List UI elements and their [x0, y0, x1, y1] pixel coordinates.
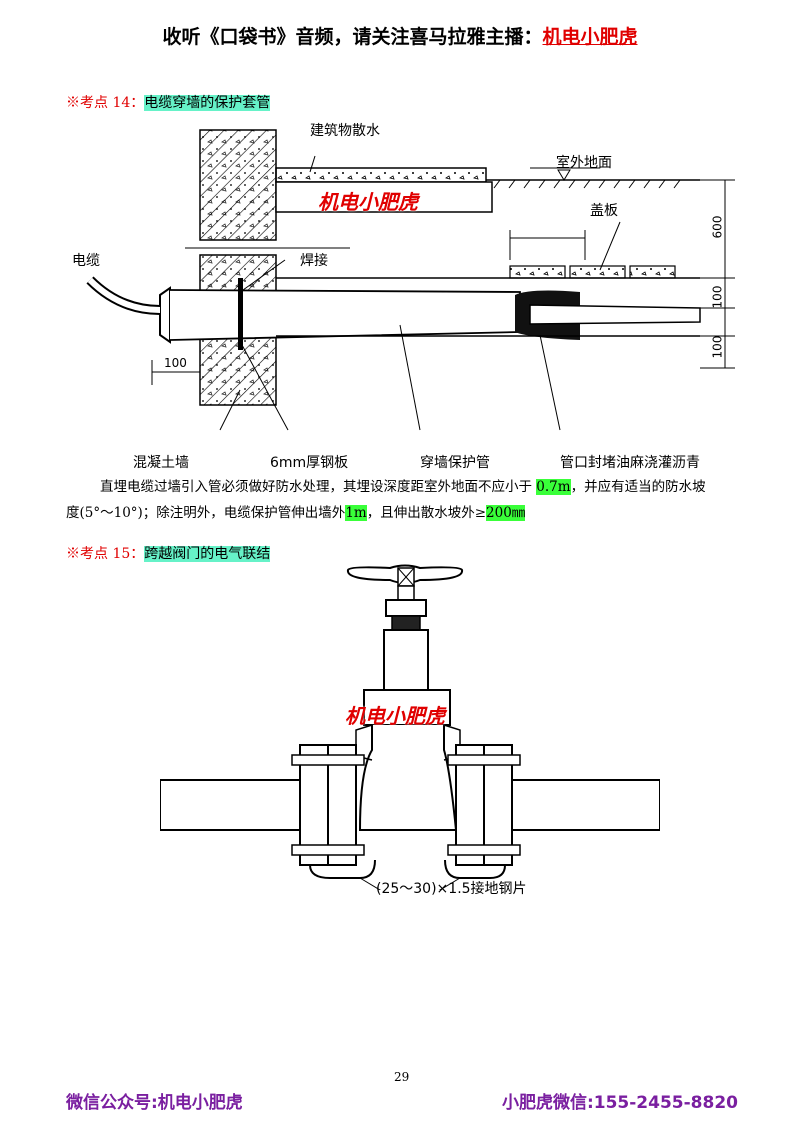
page-number: 29 — [394, 1070, 410, 1084]
section14-title: 电缆穿墙的保护套管 — [144, 95, 271, 111]
footer-right: 小肥虎微信:155-2455-8820 — [501, 1093, 738, 1113]
label-apron: 建筑物散水 — [310, 123, 380, 139]
section14-mark: ※考点 14： — [66, 95, 145, 111]
page-header: 收听《口袋书》音频，请关注喜马拉雅主播：机电小肥虎 — [0, 22, 800, 49]
para-text-1: 直埋电缆过墙引入管必须做好防水处理，其埋设深度距室外地面不应小于 — [100, 479, 532, 495]
label-dim100a: 100 — [710, 285, 725, 309]
label-weld: 焊接 — [300, 253, 328, 269]
watermark-15: 机电小肥虎 — [345, 704, 445, 728]
apron-base — [275, 181, 493, 213]
label-pipe-seal: 管口封堵油麻浇灌沥青 — [560, 455, 700, 471]
para-highlight-apron: 200㎜ — [486, 505, 526, 521]
para-highlight-extend: 1m — [345, 505, 367, 521]
para-highlight-depth: 0.7m — [536, 479, 571, 495]
label-steel-plate: 6mm厚钢板 — [270, 455, 349, 471]
label-ground: 室外地面 — [556, 155, 612, 171]
caption-grounding-strip: (25～30)×1.5接地钢片 — [376, 881, 527, 897]
section15-heading: ※考点 15：跨越阀门的电气联结 — [66, 543, 271, 563]
label-cable: 电缆 — [72, 253, 100, 269]
para-text-4: ，且伸出散水坡外≥ — [366, 505, 487, 521]
cable-wall-diagram — [86, 129, 735, 431]
header-brand: 机电小肥虎 — [542, 26, 638, 48]
wall-upper — [199, 129, 277, 241]
apron-slab — [275, 167, 487, 183]
label-cover: 盖板 — [590, 203, 618, 219]
section14-paragraph: 直埋电缆过墙引入管必须做好防水处理，其埋设深度距室外地面不应小于 0.7m，并应… — [66, 474, 766, 526]
para-text-3: 度(5°～10°)；除注明外，电缆保护管伸出墙外 — [66, 505, 346, 521]
label-wall: 混凝土墙 — [133, 455, 189, 471]
valve-bonding-diagram — [160, 564, 660, 890]
label-dim100-left: 100 — [164, 356, 187, 370]
section14-heading: ※考点 14：电缆穿墙的保护套管 — [66, 92, 271, 112]
header-prefix: 收听《口袋书》音频，请关注喜马拉雅主播： — [162, 26, 543, 48]
label-protective-pipe: 穿墙保护管 — [420, 455, 490, 471]
section15-title: 跨越阀门的电气联结 — [144, 546, 271, 562]
watermark-14: 机电小肥虎 — [318, 190, 418, 214]
label-dim600: 600 — [710, 215, 725, 239]
para-text-2: ，并应有适当的防水坡 — [570, 479, 706, 495]
footer-left: 微信公众号:机电小肥虎 — [66, 1093, 243, 1113]
section15-mark: ※考点 15： — [66, 546, 145, 562]
label-dim100b: 100 — [710, 335, 725, 359]
